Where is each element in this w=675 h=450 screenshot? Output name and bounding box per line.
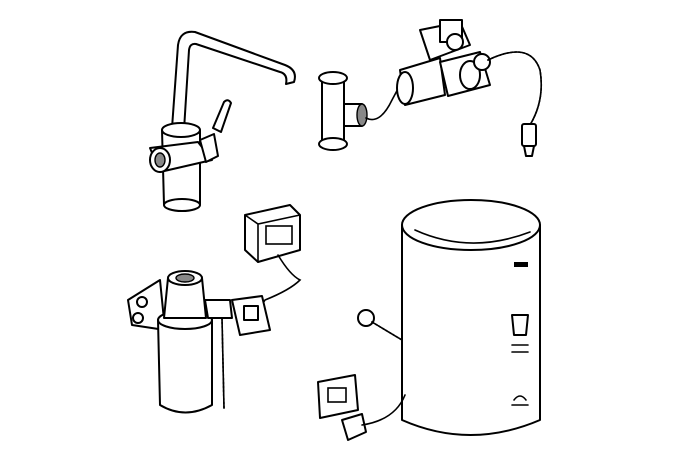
kitchen-faucet-icon	[149, 30, 296, 212]
tee-fitting-icon	[318, 71, 401, 151]
valve-assembly-icon	[396, 19, 543, 157]
control-box-icon	[244, 204, 302, 313]
hose-connector-icon	[357, 309, 403, 341]
power-plug-icon	[317, 374, 406, 441]
water-filter-icon	[127, 270, 271, 414]
boiler-tank-icon	[401, 199, 541, 436]
